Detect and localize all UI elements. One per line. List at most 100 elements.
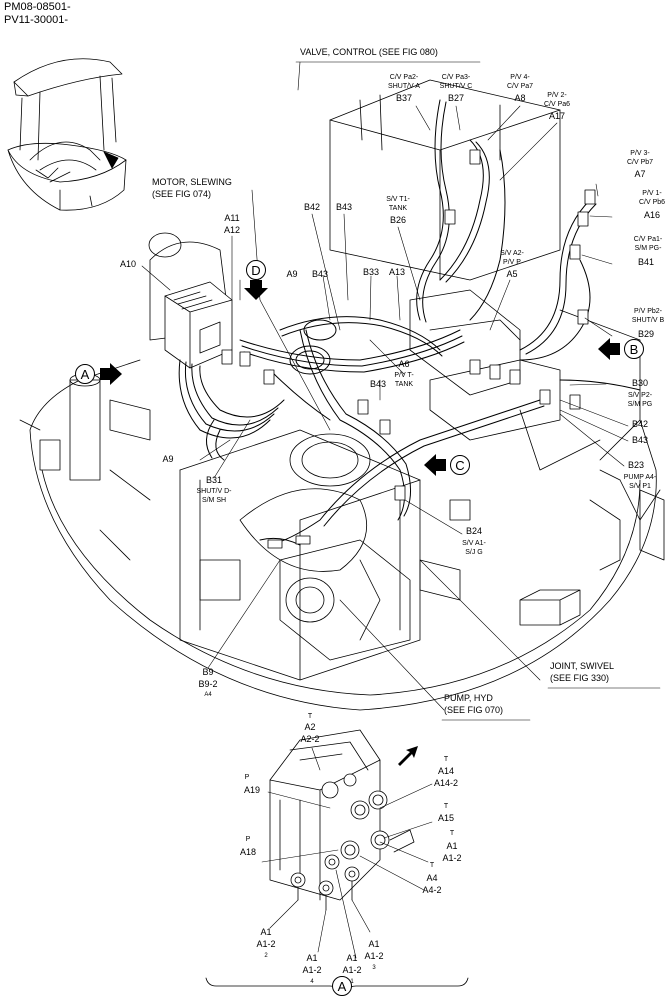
desc-cv-pa3-1: C/V Pa3- [441, 74, 471, 81]
detail-a-t-1: T [307, 713, 313, 720]
label-b43-top: B43 [335, 202, 353, 212]
label-b27: B27 [447, 93, 465, 103]
label-a11: A11 [224, 213, 240, 223]
machine-thumbnail [7, 58, 127, 211]
serial-range-2: PV11-30001- [4, 14, 69, 26]
desc-pv2-2: C/V Pa6 [543, 101, 571, 108]
desc-pump-a4-2: S/V P1 [629, 483, 651, 490]
desc-pv1-1: P/V 1- [642, 190, 662, 197]
desc-cv-pa2-1: C/V Pa2- [389, 74, 419, 81]
detail-a-a1-port1: A1 [346, 953, 358, 963]
desc-cv-pa3-2: SHUT/V C [439, 83, 473, 90]
leader-lines [141, 61, 661, 721]
view-arrows [100, 280, 620, 766]
detail-a-port-1: 1 [350, 979, 354, 985]
detail-a-t-5: T [429, 862, 435, 869]
view-marker-d: D [246, 260, 266, 280]
detail-a-a1-port3: A1 [368, 939, 380, 949]
label-b23: B23 [627, 460, 645, 470]
detail-a-a2-2: A2-2 [300, 734, 320, 744]
detail-a-a1-2-port4: A1-2 [302, 965, 322, 975]
hose-fittings [221, 149, 596, 549]
desc-sv-t1-1: S/V T1- [386, 196, 410, 203]
label-b26: B26 [389, 215, 407, 225]
label-a7: A7 [634, 169, 646, 179]
label-b43-low: B43 [369, 379, 387, 389]
label-a9-low: A9 [162, 454, 174, 464]
detail-a-leaders [261, 747, 433, 959]
detail-a-a19: A19 [243, 785, 261, 795]
desc-pump-a4-1: PUMP A4- [623, 474, 657, 481]
detail-a-t-4: T [449, 830, 455, 837]
detail-a-a14: A14 [437, 766, 455, 776]
label-a16: A16 [643, 210, 661, 220]
desc-sv-t1-2: TANK [388, 205, 408, 212]
desc-sv-a1-2: S/J G [465, 549, 483, 556]
detail-a-a4-2: A4-2 [422, 885, 442, 895]
label-b24: B24 [465, 526, 483, 536]
desc-cv-pa1-1: C/V Pa1- [633, 236, 663, 243]
detail-a-port-3: 3 [372, 965, 376, 971]
label-b37: B37 [395, 93, 413, 103]
detail-a-a2: A2 [304, 722, 316, 732]
desc-sv-a2-1: S/V A2- [500, 250, 524, 257]
view-marker-a: A [75, 364, 95, 384]
detail-a-t-3: T [443, 803, 449, 810]
detail-a-p-1: P [244, 774, 250, 781]
label-b9-2: B9-2 [198, 679, 218, 689]
detail-a-valve-block [269, 729, 415, 911]
callout-pump-hyd-2: (SEE FIG 070) [444, 705, 504, 715]
desc-pv2-1: P/V 2- [547, 92, 567, 99]
desc-pv-t-2: TANK [394, 381, 414, 388]
label-b41: B41 [637, 257, 655, 267]
label-b29: B29 [637, 329, 655, 339]
detail-a-a1-2-port1: A1-2 [342, 965, 362, 975]
desc-sv-a2-2: P/V P [503, 259, 521, 266]
label-b9: B9 [202, 667, 214, 677]
desc-pv1-2: C/V Pb6 [638, 199, 666, 206]
desc-sv-a1-1: S/V A1- [462, 540, 486, 547]
serial-range-1: PM08-08501- [4, 1, 71, 13]
desc-shut-vd-2: S/M SH [201, 497, 227, 504]
desc-pv-pb2-1: P/V Pb2- [633, 308, 663, 315]
label-b42-right: B42 [631, 419, 649, 429]
label-a13: A13 [388, 267, 406, 277]
detail-a-a15: A15 [437, 813, 455, 823]
label-b33: B33 [362, 267, 380, 277]
desc-pv3-1: P/V 3- [630, 150, 650, 157]
detail-a-a1-2-right: A1-2 [442, 853, 462, 863]
callout-valve-control: VALVE, CONTROL (SEE FIG 080) [300, 47, 438, 57]
label-a8: A8 [514, 93, 526, 103]
view-marker-c: C [450, 455, 470, 475]
label-a4-small: A4 [204, 692, 212, 698]
desc-pv-t-1: P/V T- [394, 372, 414, 379]
detail-a-port-2: 2 [264, 953, 268, 959]
desc-pv-pb2-2: SHUT/V B [631, 317, 665, 324]
desc-pv4-1: P/V 4- [510, 74, 530, 81]
callout-motor-slewing-1: MOTOR, SLEWING [152, 177, 232, 187]
label-b43-right: B43 [631, 435, 649, 445]
detail-a-t-2: T [443, 756, 449, 763]
detail-a-a1-port4: A1 [306, 953, 318, 963]
detail-a-a1-2-port2: A1-2 [256, 939, 276, 949]
detail-a-a1-right: A1 [446, 841, 458, 851]
desc-pv4-2: C/V Pa7 [506, 83, 534, 90]
label-a6: A6 [398, 359, 410, 369]
view-marker-b: B [624, 339, 644, 359]
desc-cv-pa2-2: SHUT/V A [388, 83, 420, 90]
desc-shut-vd-1: SHUT/V D- [196, 488, 232, 495]
callout-motor-slewing-2: (SEE FIG 074) [152, 189, 212, 199]
detail-a-a1-2-port3: A1-2 [364, 951, 384, 961]
label-a17: A17 [548, 111, 566, 121]
desc-sv-p2-1: S/V P2- [627, 392, 653, 399]
detail-a-marker: A [332, 976, 352, 996]
label-a12: A12 [223, 225, 241, 235]
label-b43-mid: B43 [311, 269, 329, 279]
detail-a-a18: A18 [239, 847, 257, 857]
detail-a-a1-port2: A1 [260, 927, 272, 937]
detail-a-p-2: P [245, 836, 251, 843]
detail-a-port-4: 4 [310, 979, 314, 985]
callout-joint-swivel-2: (SEE FIG 330) [550, 673, 610, 683]
